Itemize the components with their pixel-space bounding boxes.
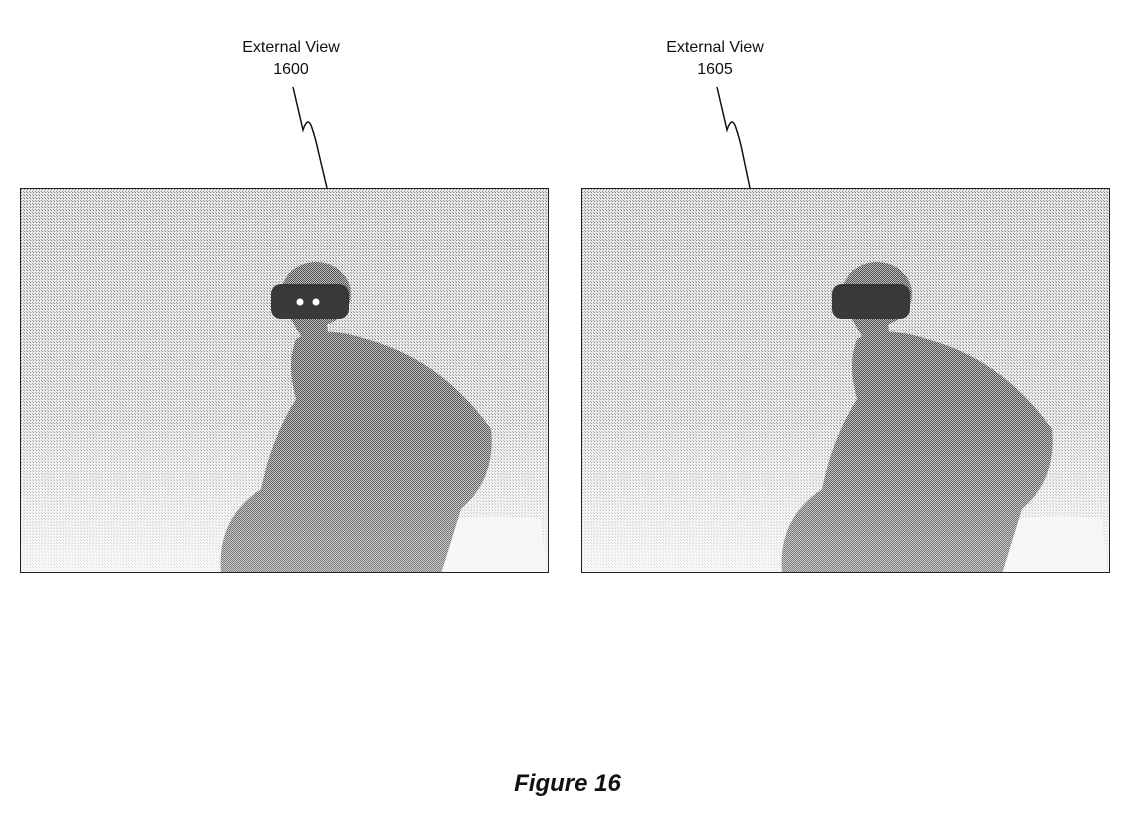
view-title: External View	[242, 39, 340, 56]
figure-caption: Figure 16	[514, 770, 621, 797]
view-label-1600: External View 1600	[191, 37, 391, 81]
view-number: 1605	[697, 61, 733, 78]
leader-line-1605	[716, 86, 751, 189]
leader-line-1600	[292, 86, 328, 189]
view-number: 1600	[273, 61, 309, 78]
external-view-1605-image	[581, 188, 1110, 573]
view-label-1605: External View 1605	[615, 37, 815, 81]
view-title: External View	[666, 39, 764, 56]
external-view-1600-image	[20, 188, 549, 573]
